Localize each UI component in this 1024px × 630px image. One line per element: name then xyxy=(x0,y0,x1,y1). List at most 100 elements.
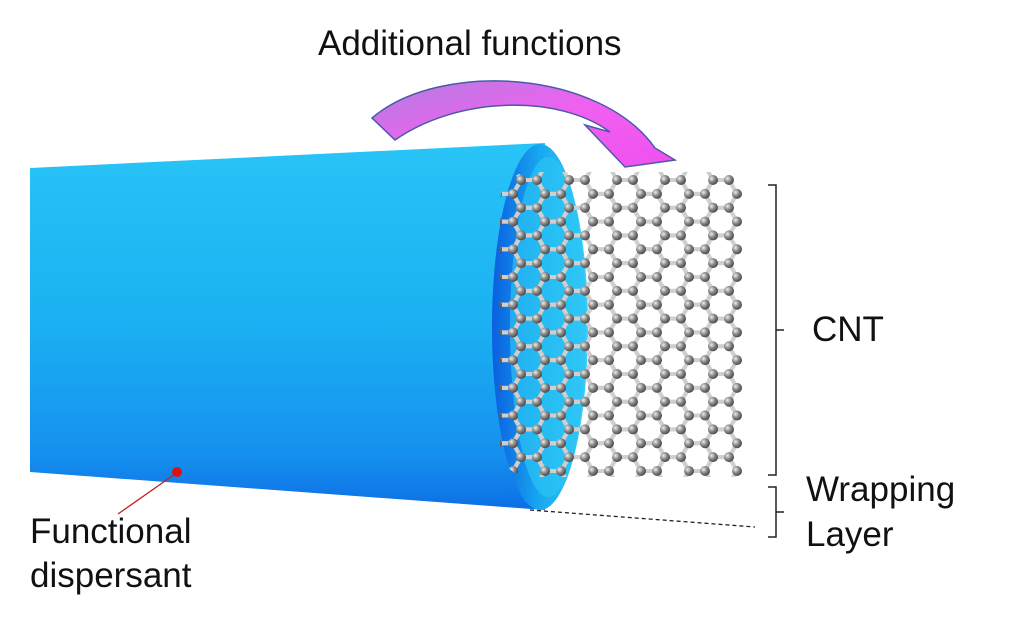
carbon-atom xyxy=(660,258,670,269)
carbon-atom xyxy=(532,424,542,435)
carbon-atom xyxy=(628,202,638,213)
carbon-bond xyxy=(705,485,713,499)
carbon-atom xyxy=(588,438,598,449)
carbon-atom xyxy=(580,508,590,518)
carbon-bond xyxy=(681,485,689,499)
carbon-atom xyxy=(516,313,526,324)
carbon-atom xyxy=(732,465,742,476)
carbon-atom xyxy=(532,230,542,241)
carbon-atom xyxy=(540,188,550,199)
carbon-atom xyxy=(612,285,622,296)
carbon-atom xyxy=(724,480,734,490)
additional-functions-arrow xyxy=(370,80,678,168)
carbon-atom xyxy=(628,368,638,379)
carbon-atom xyxy=(612,202,622,213)
carbon-atom xyxy=(556,382,566,393)
carbon-atom xyxy=(628,313,638,324)
carbon-bond xyxy=(657,485,665,499)
carbon-atom xyxy=(684,299,694,310)
carbon-atom xyxy=(676,396,686,407)
carbon-atom xyxy=(580,341,590,352)
carbon-bond xyxy=(585,485,593,499)
carbon-atom xyxy=(676,341,686,352)
carbon-atom xyxy=(676,480,686,490)
carbon-atom xyxy=(636,410,646,421)
carbon-atom xyxy=(660,424,670,435)
dispersant-leader-line xyxy=(117,473,176,515)
carbon-atom xyxy=(652,271,662,282)
carbon-atom xyxy=(516,230,526,241)
carbon-atom xyxy=(628,230,638,241)
carbon-atom xyxy=(564,424,574,435)
carbon-atom xyxy=(532,452,542,463)
carbon-atom xyxy=(636,188,646,199)
carbon-atom xyxy=(532,202,542,213)
carbon-atom xyxy=(612,341,622,352)
carbon-atom xyxy=(660,368,670,379)
carbon-atom xyxy=(652,382,662,393)
carbon-atom xyxy=(636,438,646,449)
carbon-bond xyxy=(609,485,617,499)
carbon-atom xyxy=(564,258,574,269)
carbon-atom xyxy=(508,438,518,449)
functional-dispersant-dot xyxy=(172,467,182,477)
carbon-atom xyxy=(516,396,526,407)
carbon-atom xyxy=(660,313,670,324)
carbon-atom xyxy=(540,216,550,227)
carbon-atom xyxy=(556,465,566,476)
carbon-atom xyxy=(588,327,598,338)
carbon-atom xyxy=(604,382,614,393)
carbon-atom xyxy=(532,175,542,185)
carbon-atom xyxy=(652,438,662,449)
carbon-atom xyxy=(676,202,686,213)
carbon-atom xyxy=(580,313,590,324)
carbon-atom xyxy=(516,285,526,296)
carbon-atom xyxy=(604,355,614,366)
wrapping-layer-dashed-line xyxy=(529,509,756,528)
carbon-atom xyxy=(700,299,710,310)
additional-functions-label: Additional functions xyxy=(318,24,622,63)
carbon-atom xyxy=(508,327,518,338)
carbon-atom xyxy=(588,465,598,476)
carbon-atom xyxy=(612,396,622,407)
carbon-atom xyxy=(580,368,590,379)
carbon-atom xyxy=(652,355,662,366)
carbon-atom xyxy=(612,313,622,324)
carbon-atom xyxy=(652,410,662,421)
carbon-atom xyxy=(612,424,622,435)
carbon-atom xyxy=(516,175,526,185)
carbon-atom xyxy=(588,355,598,366)
carbon-atom xyxy=(516,452,526,463)
carbon-atom xyxy=(628,480,638,490)
carbon-atom xyxy=(564,313,574,324)
carbon-atom xyxy=(556,271,566,282)
carbon-atom xyxy=(652,244,662,255)
carbon-atom xyxy=(708,285,718,296)
carbon-atom xyxy=(724,258,734,269)
carbon-atom xyxy=(580,175,590,185)
carbon-atom xyxy=(732,438,742,449)
carbon-bond xyxy=(633,485,641,499)
carbon-atom xyxy=(676,424,686,435)
carbon-atom xyxy=(532,341,542,352)
carbon-atom xyxy=(580,396,590,407)
carbon-atom xyxy=(708,202,718,213)
carbon-atom xyxy=(556,244,566,255)
carbon-atom xyxy=(604,161,614,171)
carbon-atom xyxy=(588,188,598,199)
carbon-atom xyxy=(580,285,590,296)
carbon-bond xyxy=(585,499,593,513)
carbon-atom xyxy=(580,424,590,435)
carbon-atom xyxy=(676,508,686,518)
carbon-atom xyxy=(660,230,670,241)
carbon-atom xyxy=(708,341,718,352)
carbon-atom xyxy=(516,508,526,518)
carbon-bond xyxy=(657,499,665,513)
carbon-atom xyxy=(628,258,638,269)
carbon-atom xyxy=(580,452,590,463)
carbon-atom xyxy=(732,382,742,393)
carbon-atom xyxy=(580,258,590,269)
wrapping-layer-label-line2: Layer xyxy=(806,515,894,554)
carbon-atom xyxy=(556,410,566,421)
carbon-atom xyxy=(724,202,734,213)
